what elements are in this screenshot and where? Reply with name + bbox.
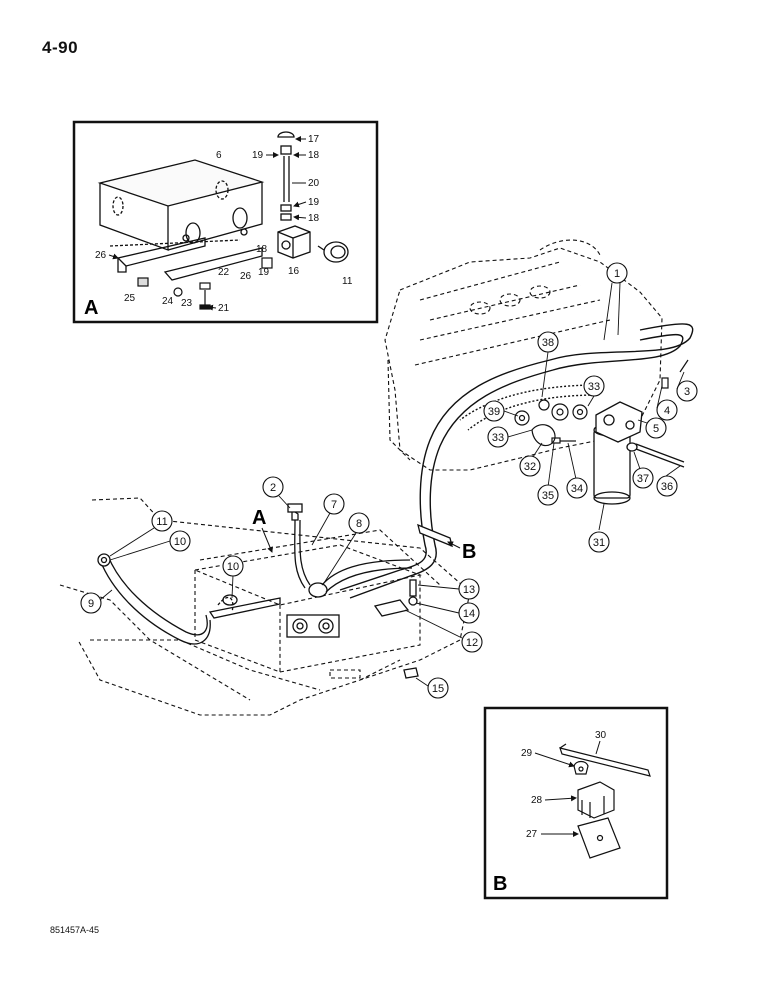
callout-19: 19 bbox=[252, 150, 264, 161]
callout-10: 10 bbox=[174, 536, 186, 548]
view-letter-a: A bbox=[252, 507, 266, 529]
callout-22: 22 bbox=[218, 267, 230, 278]
callout-36: 36 bbox=[661, 481, 673, 493]
hardware-drawing bbox=[137, 257, 273, 310]
callout-26b: 26 bbox=[240, 271, 252, 282]
plate-27-drawing bbox=[577, 817, 621, 859]
callout-11: 11 bbox=[342, 276, 353, 287]
return-hose bbox=[97, 553, 234, 645]
callout-39: 39 bbox=[488, 406, 500, 418]
bracket-drawing bbox=[116, 228, 263, 281]
fuel-tank-main bbox=[193, 544, 422, 673]
clamp-strap-drawing bbox=[559, 743, 651, 777]
callout-34: 34 bbox=[571, 483, 583, 495]
tank-fittings bbox=[208, 503, 419, 679]
inset-a: A bbox=[72, 120, 379, 324]
callout-24: 24 bbox=[162, 296, 174, 307]
fuel-tank-box-drawing bbox=[97, 159, 265, 251]
callout-2: 2 bbox=[270, 482, 276, 494]
callout-4: 4 bbox=[664, 405, 670, 417]
callout-12: 12 bbox=[466, 637, 478, 649]
callout-10b: 10 bbox=[227, 561, 239, 573]
callout-37: 37 bbox=[637, 473, 649, 485]
stud-rod-drawing bbox=[277, 131, 295, 221]
view-letter-b: B bbox=[462, 541, 476, 563]
callout-18: 18 bbox=[308, 150, 320, 161]
callout-9: 9 bbox=[88, 598, 94, 610]
inset-a-frame bbox=[72, 120, 379, 324]
fuel-hoses bbox=[339, 323, 694, 599]
inset-b-frame bbox=[483, 706, 669, 900]
page-number: 4-90 bbox=[42, 38, 79, 57]
inset-b: B 30 29 28 27 bbox=[483, 706, 669, 900]
inset-b-callouts: 30 29 28 27 bbox=[521, 730, 607, 840]
callout-19c: 19 bbox=[258, 267, 270, 278]
callout-15: 15 bbox=[432, 683, 444, 695]
inset-a-callouts: 6 17 19 18 20 19 18 18 26 16 19 22 26 11… bbox=[95, 134, 353, 314]
callout-29: 29 bbox=[521, 748, 533, 759]
callout-6: 6 bbox=[216, 150, 222, 161]
callout-17: 17 bbox=[308, 134, 320, 145]
callout-27: 27 bbox=[526, 829, 538, 840]
callout-26: 26 bbox=[95, 250, 107, 261]
bracket-28-drawing bbox=[577, 781, 615, 819]
callout-20: 20 bbox=[308, 178, 320, 189]
callout-33b: 33 bbox=[492, 432, 504, 444]
callout-31: 31 bbox=[593, 537, 605, 549]
callout-21: 21 bbox=[218, 303, 230, 314]
callout-5: 5 bbox=[653, 423, 659, 435]
reference-code: 851457A-45 bbox=[50, 925, 100, 935]
grommet-drawing bbox=[317, 241, 349, 263]
callout-18c: 18 bbox=[256, 244, 268, 255]
callout-23: 23 bbox=[181, 298, 193, 309]
callout-3: 3 bbox=[684, 386, 690, 398]
callout-30: 30 bbox=[595, 730, 607, 741]
callout-32: 32 bbox=[524, 461, 536, 473]
callout-16: 16 bbox=[288, 266, 300, 277]
inset-b-label: B bbox=[493, 873, 507, 895]
fuel-filter-assembly bbox=[593, 401, 685, 505]
callout-28: 28 bbox=[531, 795, 543, 806]
callout-7: 7 bbox=[331, 499, 337, 511]
mount-block-drawing bbox=[277, 225, 311, 259]
callout-13: 13 bbox=[463, 584, 475, 596]
callout-18b: 18 bbox=[308, 213, 320, 224]
callout-35: 35 bbox=[542, 490, 554, 502]
callout-11: 11 bbox=[156, 516, 167, 528]
main-callouts: 1 38 33 39 33 3 4 5 32 35 34 37 36 31 2 … bbox=[80, 262, 698, 699]
callout-1: 1 bbox=[614, 268, 620, 280]
callout-25: 25 bbox=[124, 293, 136, 304]
banjo-fittings bbox=[514, 359, 689, 447]
inset-a-label: A bbox=[84, 297, 98, 319]
clip-drawing bbox=[573, 760, 589, 775]
callout-8: 8 bbox=[356, 518, 362, 530]
machine-frame-outline bbox=[59, 497, 471, 716]
callout-38: 38 bbox=[542, 337, 554, 349]
callout-19b: 19 bbox=[308, 197, 320, 208]
callout-14: 14 bbox=[463, 608, 475, 620]
callout-33: 33 bbox=[588, 381, 600, 393]
